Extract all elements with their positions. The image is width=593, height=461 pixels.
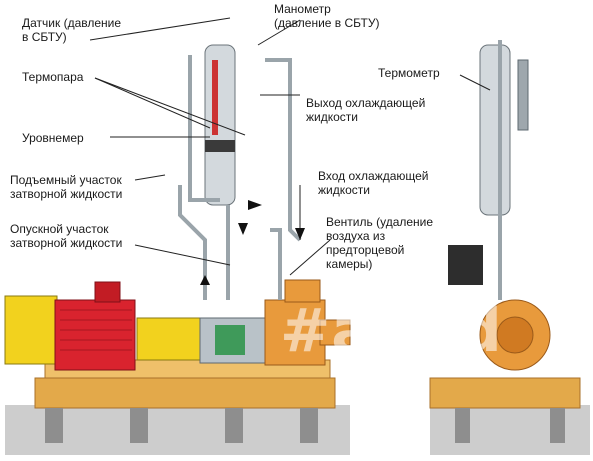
seal-housing-label bbox=[215, 325, 245, 355]
coolant-outlet-label: Выход охлаждающей жидкости bbox=[306, 96, 426, 124]
thermocouple-label: Термопара bbox=[22, 70, 84, 84]
down-section-label: Опускной участок затворной жидкости bbox=[10, 222, 123, 250]
leader-lines bbox=[89, 17, 491, 276]
flow-arrows bbox=[200, 200, 305, 285]
pump-body bbox=[264, 279, 351, 366]
coupling-guard bbox=[136, 317, 203, 361]
level-gauge-label: Уровнемер bbox=[22, 131, 84, 145]
floor-right bbox=[430, 405, 590, 455]
lift-section-label: Подъемный участок затворной жидкости bbox=[10, 173, 123, 201]
watermark: #anod bbox=[280, 296, 503, 366]
coolant-inlet-label: Вход охлаждающей жидкости bbox=[318, 169, 429, 197]
base-frame-left bbox=[34, 359, 336, 443]
manometer-label: Манометр (давление в СБТУ) bbox=[274, 2, 380, 30]
valve-label: Вентиль (удаление воздуха из предторцево… bbox=[326, 215, 434, 271]
thermometer-label: Термометр bbox=[378, 66, 440, 80]
pipework bbox=[178, 55, 302, 300]
pressure-sensor-label: Датчик (давление в СБТУ) bbox=[22, 16, 122, 44]
electric-motor bbox=[4, 281, 136, 371]
side-view-unit bbox=[429, 40, 581, 443]
